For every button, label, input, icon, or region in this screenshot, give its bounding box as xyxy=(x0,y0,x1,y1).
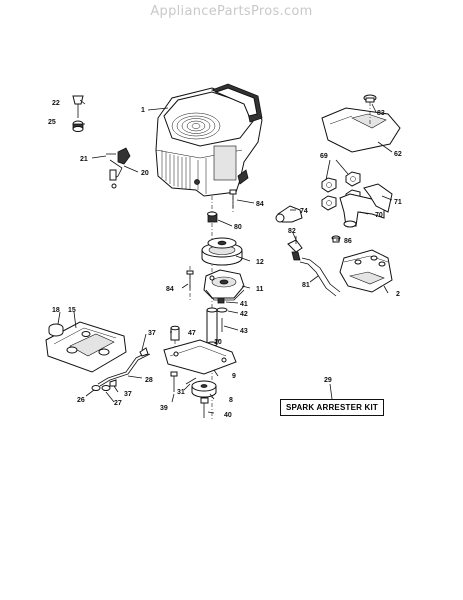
heat-shield-15[interactable] xyxy=(45,321,127,373)
callout-71: 71 xyxy=(394,199,402,206)
exhaust-manifold-70-71[interactable] xyxy=(339,183,393,228)
spacer-80[interactable] xyxy=(207,211,218,223)
callout-21: 21 xyxy=(80,156,88,163)
callout-39: 39 xyxy=(160,405,168,412)
tube-81[interactable] xyxy=(299,257,341,297)
kit-leader-line xyxy=(329,383,333,400)
callout-29: 29 xyxy=(324,377,332,384)
callout-26: 26 xyxy=(77,397,85,404)
clutch-11[interactable] xyxy=(203,269,245,301)
throttle-control-assembly[interactable] xyxy=(106,147,131,189)
callout-20: 20 xyxy=(141,170,149,177)
callout-15: 15 xyxy=(68,307,76,314)
callout-18: 18 xyxy=(52,307,60,314)
callout-labels: 1 22 25 21 20 83 62 69 71 70 74 84 80 82… xyxy=(48,100,402,419)
bolt-84-upper[interactable] xyxy=(229,189,237,208)
callout-43: 43 xyxy=(240,328,248,335)
bolt-86[interactable] xyxy=(331,235,341,243)
callout-40: 40 xyxy=(224,412,232,419)
callout-37-lower: 37 xyxy=(124,391,132,398)
callout-11: 11 xyxy=(256,286,264,293)
callout-27: 27 xyxy=(114,400,122,407)
callout-37-upper: 37 xyxy=(148,330,156,337)
spacer-47[interactable] xyxy=(170,325,180,352)
callout-31: 31 xyxy=(177,389,185,396)
muffler-2[interactable] xyxy=(339,249,393,293)
callout-9: 9 xyxy=(232,373,236,380)
callout-2: 2 xyxy=(396,291,400,298)
callout-47: 47 xyxy=(188,330,196,337)
bolt-39[interactable] xyxy=(170,371,178,392)
callout-25: 25 xyxy=(48,119,56,126)
dipstick-assembly[interactable] xyxy=(72,95,84,132)
spark-arrester-kit-label: SPARK ARRESTER KIT xyxy=(280,399,384,416)
clip-37-upper[interactable] xyxy=(139,347,149,357)
callout-22: 22 xyxy=(52,100,60,107)
pulley-12[interactable] xyxy=(201,237,243,266)
bolt-40[interactable] xyxy=(200,397,209,418)
callout-86: 86 xyxy=(344,238,352,245)
callout-69: 69 xyxy=(320,153,328,160)
callout-12: 12 xyxy=(256,259,264,266)
callout-62: 62 xyxy=(394,151,402,158)
watermark-text: AppliancePartsPros.com xyxy=(150,4,313,19)
callout-28: 28 xyxy=(145,377,153,384)
callout-74: 74 xyxy=(300,208,308,215)
idler-bracket-9[interactable] xyxy=(163,339,237,375)
callout-42: 42 xyxy=(240,311,248,318)
key-41-washer-42[interactable] xyxy=(216,297,228,313)
callout-84-lower: 84 xyxy=(166,286,174,293)
callout-80: 80 xyxy=(234,224,242,231)
callout-81: 81 xyxy=(302,282,310,289)
control-rod-28[interactable] xyxy=(97,351,151,387)
fitting-82[interactable] xyxy=(287,236,303,261)
callout-84-upper: 84 xyxy=(256,201,264,208)
callout-83: 83 xyxy=(377,110,385,117)
callout-10: 10 xyxy=(214,339,222,346)
cap-18[interactable] xyxy=(48,323,64,337)
muffler-bracket-62[interactable] xyxy=(321,107,401,153)
engine-block[interactable] xyxy=(155,83,263,197)
callout-41: 41 xyxy=(240,301,248,308)
clips-26-27-37[interactable] xyxy=(91,379,117,391)
callout-1: 1 xyxy=(141,107,145,114)
elbow-74[interactable] xyxy=(275,205,303,223)
callout-70: 70 xyxy=(375,212,383,219)
screw-83[interactable] xyxy=(363,94,377,126)
idler-pulley-8[interactable] xyxy=(185,377,217,398)
bolt-84-lower[interactable] xyxy=(186,266,194,300)
callout-82: 82 xyxy=(288,228,296,235)
callout-8: 8 xyxy=(229,397,233,404)
leader-lines xyxy=(57,99,393,414)
